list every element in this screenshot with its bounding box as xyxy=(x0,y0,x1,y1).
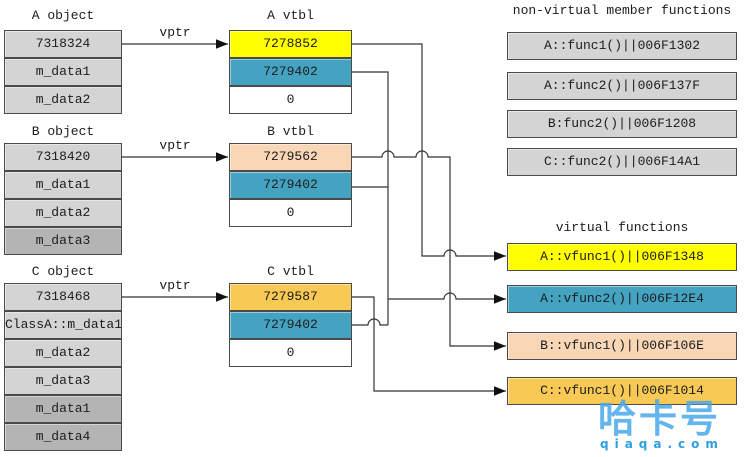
vptr-label-a: vptr xyxy=(159,25,191,40)
a-vtbl-title: A vtbl xyxy=(267,8,314,23)
c-vtbl-slot0: 7279587 xyxy=(229,283,352,311)
b-object-mdata3-cell: m_data3 xyxy=(4,227,122,255)
c-object-vptr-cell: 7318468 xyxy=(4,283,122,311)
watermark-logo: 哈卡号 xyxy=(598,397,722,441)
nonvirtual-functions-title: non-virtual member functions xyxy=(512,3,732,18)
b-vtbl-slot1: 7279402 xyxy=(229,171,352,199)
wire-avtbl-vfunc1 xyxy=(352,43,506,261)
virtual-functions-title: virtual functions xyxy=(555,220,689,235)
c-object-mdata1b-cell: m_data1 xyxy=(4,395,122,423)
nonvirtual-func-a2: A::func2()||006F137F xyxy=(507,72,737,100)
wire-teal-trunk xyxy=(352,71,389,325)
c-object-title: C object xyxy=(31,264,95,279)
virtual-func-bvfunc1: B::vfunc1()||006F106E xyxy=(507,332,737,360)
c-object-mdata4-cell: m_data4 xyxy=(4,423,122,451)
b-object-title: B object xyxy=(31,124,95,139)
a-object-vptr-cell: 7318324 xyxy=(4,30,122,58)
vptr-label-c: vptr xyxy=(159,278,191,293)
virtual-func-avfunc2: A::vfunc2()||006F12E4 xyxy=(507,285,737,313)
b-object-mdata1-cell: m_data1 xyxy=(4,171,122,199)
virtual-func-cvfunc1: C::vfunc1()||006F1014 xyxy=(507,377,737,405)
wire-teal-from-c xyxy=(352,318,388,326)
b-object-mdata2-cell: m_data2 xyxy=(4,199,122,227)
b-vtbl-slot0: 7279562 xyxy=(229,143,352,171)
wire-teal-vfunc2 xyxy=(388,292,506,304)
vptr-label-b: vptr xyxy=(159,138,191,153)
a-object-title: A object xyxy=(31,8,95,23)
a-vtbl-slot1: 7279402 xyxy=(229,58,352,86)
c-vtbl-slot1: 7279402 xyxy=(229,311,352,339)
nonvirtual-func-b2: B:func2()||006F1208 xyxy=(507,110,737,138)
nonvirtual-func-a1: A::func1()||006F1302 xyxy=(507,32,737,60)
a-object-mdata2-cell: m_data2 xyxy=(4,86,122,114)
virtual-func-avfunc1: A::vfunc1()||006F1348 xyxy=(507,243,737,271)
a-vtbl-slot2: 0 xyxy=(229,86,352,114)
c-object-mdata3-cell: m_data3 xyxy=(4,367,122,395)
c-object-classa-mdata1-cell: ClassA::m_data1 xyxy=(4,311,122,339)
c-object-mdata2-cell: m_data2 xyxy=(4,339,122,367)
b-vtbl-title: B vtbl xyxy=(267,124,314,139)
c-vtbl-title: C vtbl xyxy=(267,264,314,279)
nonvirtual-func-c2: C::func2()||006F14A1 xyxy=(507,148,737,176)
a-vtbl-slot0: 7278852 xyxy=(229,30,352,58)
wire-bvtbl-vfunc1 xyxy=(352,150,506,351)
c-vtbl-slot2: 0 xyxy=(229,339,352,367)
a-object-mdata1-cell: m_data1 xyxy=(4,58,122,86)
b-vtbl-slot2: 0 xyxy=(229,199,352,227)
b-object-vptr-cell: 7318420 xyxy=(4,143,122,171)
wire-cvtbl-vfunc1 xyxy=(352,296,506,396)
watermark-site-url: qiaqa.com xyxy=(600,437,724,451)
